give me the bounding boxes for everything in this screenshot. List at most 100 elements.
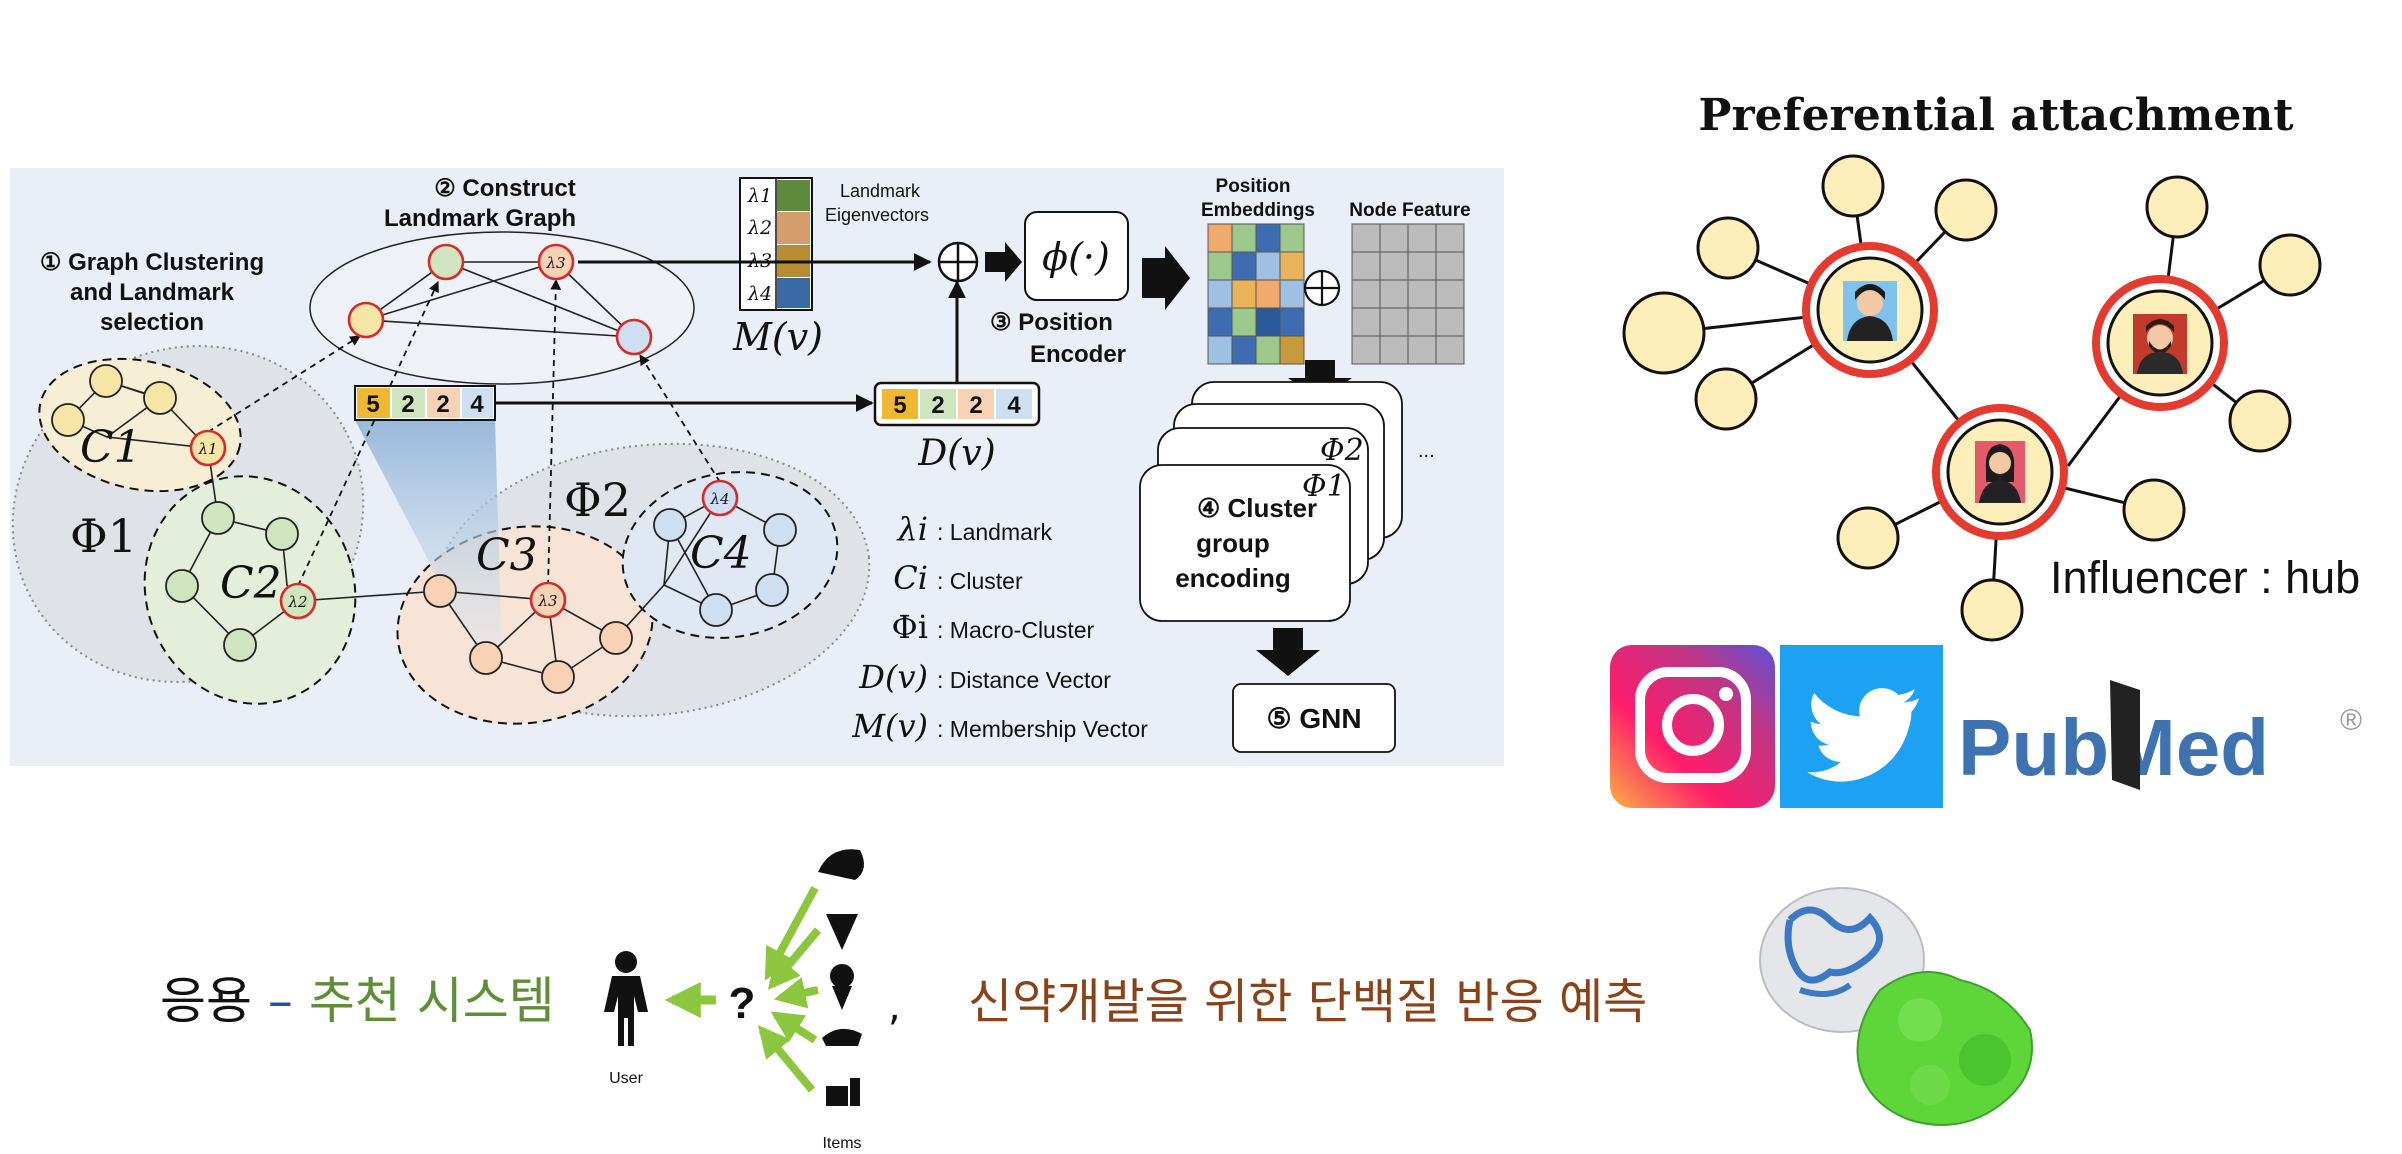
step2-label: ② Construct Landmark Graph [384,175,576,232]
cluster-encoding-stack: Φ2 Φ1 ... ④ Cluster group encoding [1139,381,1435,622]
node-feature-label: Node Feature [1349,200,1470,221]
position-embeddings-label: Position Embeddings [1201,176,1315,221]
svg-text:③ Position: ③ Position [990,309,1113,336]
sushi-icon [822,1028,862,1046]
dv-left-value-3: 2 [436,391,449,418]
pe-cell [1231,307,1257,337]
gnn-label: ⑤ GNN [1266,703,1361,734]
app-dash: – [268,972,293,1030]
recsys-label: 추천 시스템 [309,972,555,1030]
protein-structure-icon [1759,887,2033,1126]
position-embeddings-grid [1207,223,1305,365]
pe-cell [1207,307,1233,337]
bottom-caption: 응용 – 추천 시스템 [160,972,555,1030]
network-nodes [1622,154,2322,642]
legend-sym-5: M(v) [851,707,928,745]
taco-icon [818,849,864,880]
pe-cell [1207,251,1233,281]
nf-cell [1379,251,1409,281]
pe-line1: Position [1216,176,1291,197]
pe-cell [1279,223,1305,253]
nf-cell [1435,335,1465,365]
c4-label: C4 [690,528,752,579]
question-mark: ? [729,979,756,1028]
oplus-2 [1303,269,1341,307]
step3-line1: Position [1018,309,1113,336]
step1-line2: and Landmark [70,279,235,306]
cluster-c2 [143,475,357,705]
nf-cell [1407,279,1437,309]
twitter-bird-icon [1807,688,1920,782]
step5-text: GNN [1299,703,1361,734]
pubmed-logo: PubMed ® [1958,680,2362,792]
pe-cell [1279,251,1305,281]
m-lambda1: λ1 [747,185,772,207]
landmark-lambda2 [279,582,317,620]
nf-cell [1379,223,1409,253]
membership-vector: λ1 λ2 λ3 λ4 M(v) [732,177,823,359]
distance-vector-left: 5 2 2 4 [354,385,496,421]
legend-sym-2: Ci [893,559,928,597]
pe-cell [1279,279,1305,309]
user-label: User [609,1070,643,1087]
pe-cell [1207,335,1233,365]
pe-cell [1279,307,1305,337]
phi-box [1024,211,1129,301]
hub-2 [2092,275,2228,411]
step4-num: ④ [1197,493,1220,523]
dv-left-value-4: 4 [470,391,484,418]
step3-label: ③ Position Encoder [990,309,1126,368]
oplus-arrow [985,242,1022,282]
step2-line2: Landmark Graph [384,205,576,232]
nf-cell [1379,279,1409,309]
preferential-title: Preferential attachment [1698,90,2294,141]
nf-cell [1435,223,1465,253]
step1-label: ① Graph Clustering and Landmark selectio… [40,249,264,336]
phi2-label: Φ2 [564,473,631,527]
user-icon [604,951,648,1046]
pizza-icon [826,914,858,950]
lambda3-graph-label: λ3 [545,254,565,272]
comma: , [888,984,901,1030]
lambda4-node-label: λ4 [709,490,729,508]
node-feature-grid [1351,223,1465,365]
step4-line1: Cluster [1227,493,1317,523]
cluster-labels: C1 C2 C3 C4 Φ1 Φ2 [70,422,752,609]
nf-cell [1407,307,1437,337]
c3-label: C3 [476,530,538,581]
step4-line2: group [1196,528,1270,558]
pe-cell [1255,223,1281,253]
nf-cell [1435,251,1465,281]
landmark-nodes [189,243,739,620]
landmark-lambda3 [529,581,567,619]
pe-cell [1255,307,1281,337]
c2-label: C2 [220,558,282,609]
nf-cell [1435,307,1465,337]
landmark-graph-ellipse [309,231,695,385]
nf-cell [1351,307,1381,337]
burger-drink-icon [826,1078,860,1106]
pe-cell [1231,251,1257,281]
ice-cream-icon [830,964,854,1010]
legend-text-2: : Cluster [937,568,1023,594]
pe-line2: Embeddings [1201,200,1315,221]
food-icons [818,849,864,1106]
preferential-attachment-panel: Preferential attachment [1622,90,2360,642]
instagram-icon [1719,687,1733,701]
pe-cell [1231,335,1257,365]
step1-num: ① [40,249,62,276]
oplus-1 [937,241,979,283]
step1-line1: Graph Clustering [68,249,264,276]
pe-cell [1255,335,1281,365]
phi-label: ϕ(·) [1042,235,1110,279]
step3-num: ③ [990,309,1012,336]
landmark-eigenvectors-label: Landmark Eigenvectors [825,181,929,225]
pe-cell [1255,251,1281,281]
pubmed-book-icon [2110,680,2140,790]
landmark-graph-lambda2 [427,243,465,281]
legend-sym-3: Φi [892,608,928,646]
nf-cell [1407,335,1437,365]
m-lambda2: λ2 [747,217,772,239]
stack-ellipsis: ... [1418,440,1435,462]
stack-phi2: Φ2 [1320,433,1364,468]
